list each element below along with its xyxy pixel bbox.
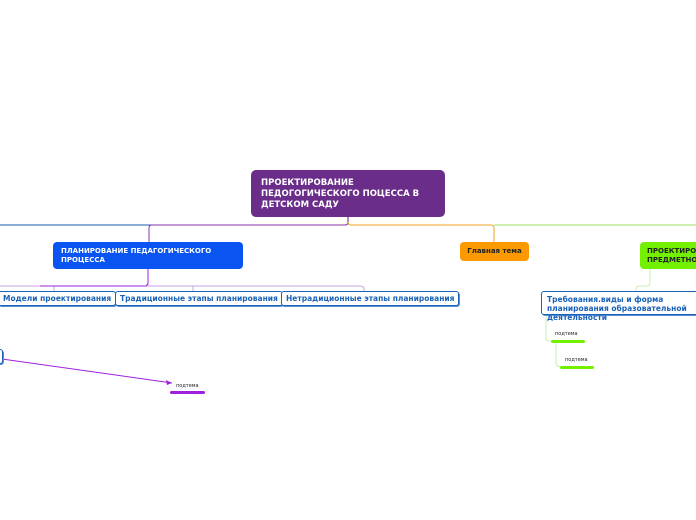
subtopic-traditional-label: Традиционные этапы планирования bbox=[120, 294, 278, 303]
subtopic-requirements-label: Требования.виды и форма планирования обр… bbox=[547, 295, 687, 322]
root-topic-label: ПРОЕКТИРОВАНИЕ ПЕДОГОГИЧЕСКОГО ПОЦЕССА В… bbox=[261, 178, 420, 210]
leaf-green-2-label[interactable]: подтема bbox=[565, 357, 588, 363]
connector-root-orange bbox=[347, 221, 495, 242]
subtopic-traditional[interactable]: Традиционные этапы планирования bbox=[115, 291, 283, 306]
leaf-purple-label[interactable]: подтема bbox=[176, 383, 199, 389]
connector-purple-leaf bbox=[40, 269, 149, 287]
connector-green-req bbox=[635, 269, 651, 291]
subtopic-offscreen-left[interactable] bbox=[0, 349, 3, 364]
connector-planning-bus bbox=[0, 285, 365, 291]
topic-design-subject[interactable]: ПРОЕКТИРОВАНИЕ ПРЕДМЕТНО bbox=[640, 242, 696, 269]
leaf-green-2-underline bbox=[560, 366, 594, 369]
topic-planning-label: ПЛАНИРОВАНИЕ ПЕДАГОГИЧЕСКОГО ПРОЦЕССА bbox=[61, 246, 212, 264]
subtopic-nontraditional-label: Нетрадиционные этапы планирования bbox=[286, 294, 455, 303]
connector-root-left bbox=[148, 221, 349, 242]
connector-to-leaf bbox=[1, 358, 173, 384]
root-topic[interactable]: ПРОЕКТИРОВАНИЕ ПЕДОГОГИЧЕСКОГО ПОЦЕССА В… bbox=[251, 170, 445, 217]
topic-main[interactable]: Главная тема bbox=[460, 242, 529, 261]
subtopic-requirements[interactable]: Требования.виды и форма планирования обр… bbox=[541, 291, 696, 322]
topic-main-label: Главная тема bbox=[467, 247, 522, 255]
leaf-purple-underline bbox=[170, 391, 205, 394]
connector-leaf1-leaf2 bbox=[555, 343, 562, 368]
connector-root-stem bbox=[0, 217, 349, 226]
subtopic-nontraditional[interactable]: Нетрадиционные этапы планирования bbox=[281, 291, 460, 306]
subtopic-models-label: Модели проектирования bbox=[3, 294, 112, 303]
subtopic-models[interactable]: Модели проектирования bbox=[0, 291, 117, 306]
connector-req-leaf1 bbox=[545, 315, 552, 342]
topic-planning[interactable]: ПЛАНИРОВАНИЕ ПЕДАГОГИЧЕСКОГО ПРОЦЕССА bbox=[53, 242, 243, 269]
leaf-green-1-underline bbox=[551, 340, 585, 343]
leaf-green-1-label[interactable]: подтема bbox=[555, 331, 578, 337]
topic-design-subject-label: ПРОЕКТИРОВАНИЕ ПРЕДМЕТНО bbox=[647, 246, 696, 264]
connector-arrowhead bbox=[166, 380, 172, 385]
